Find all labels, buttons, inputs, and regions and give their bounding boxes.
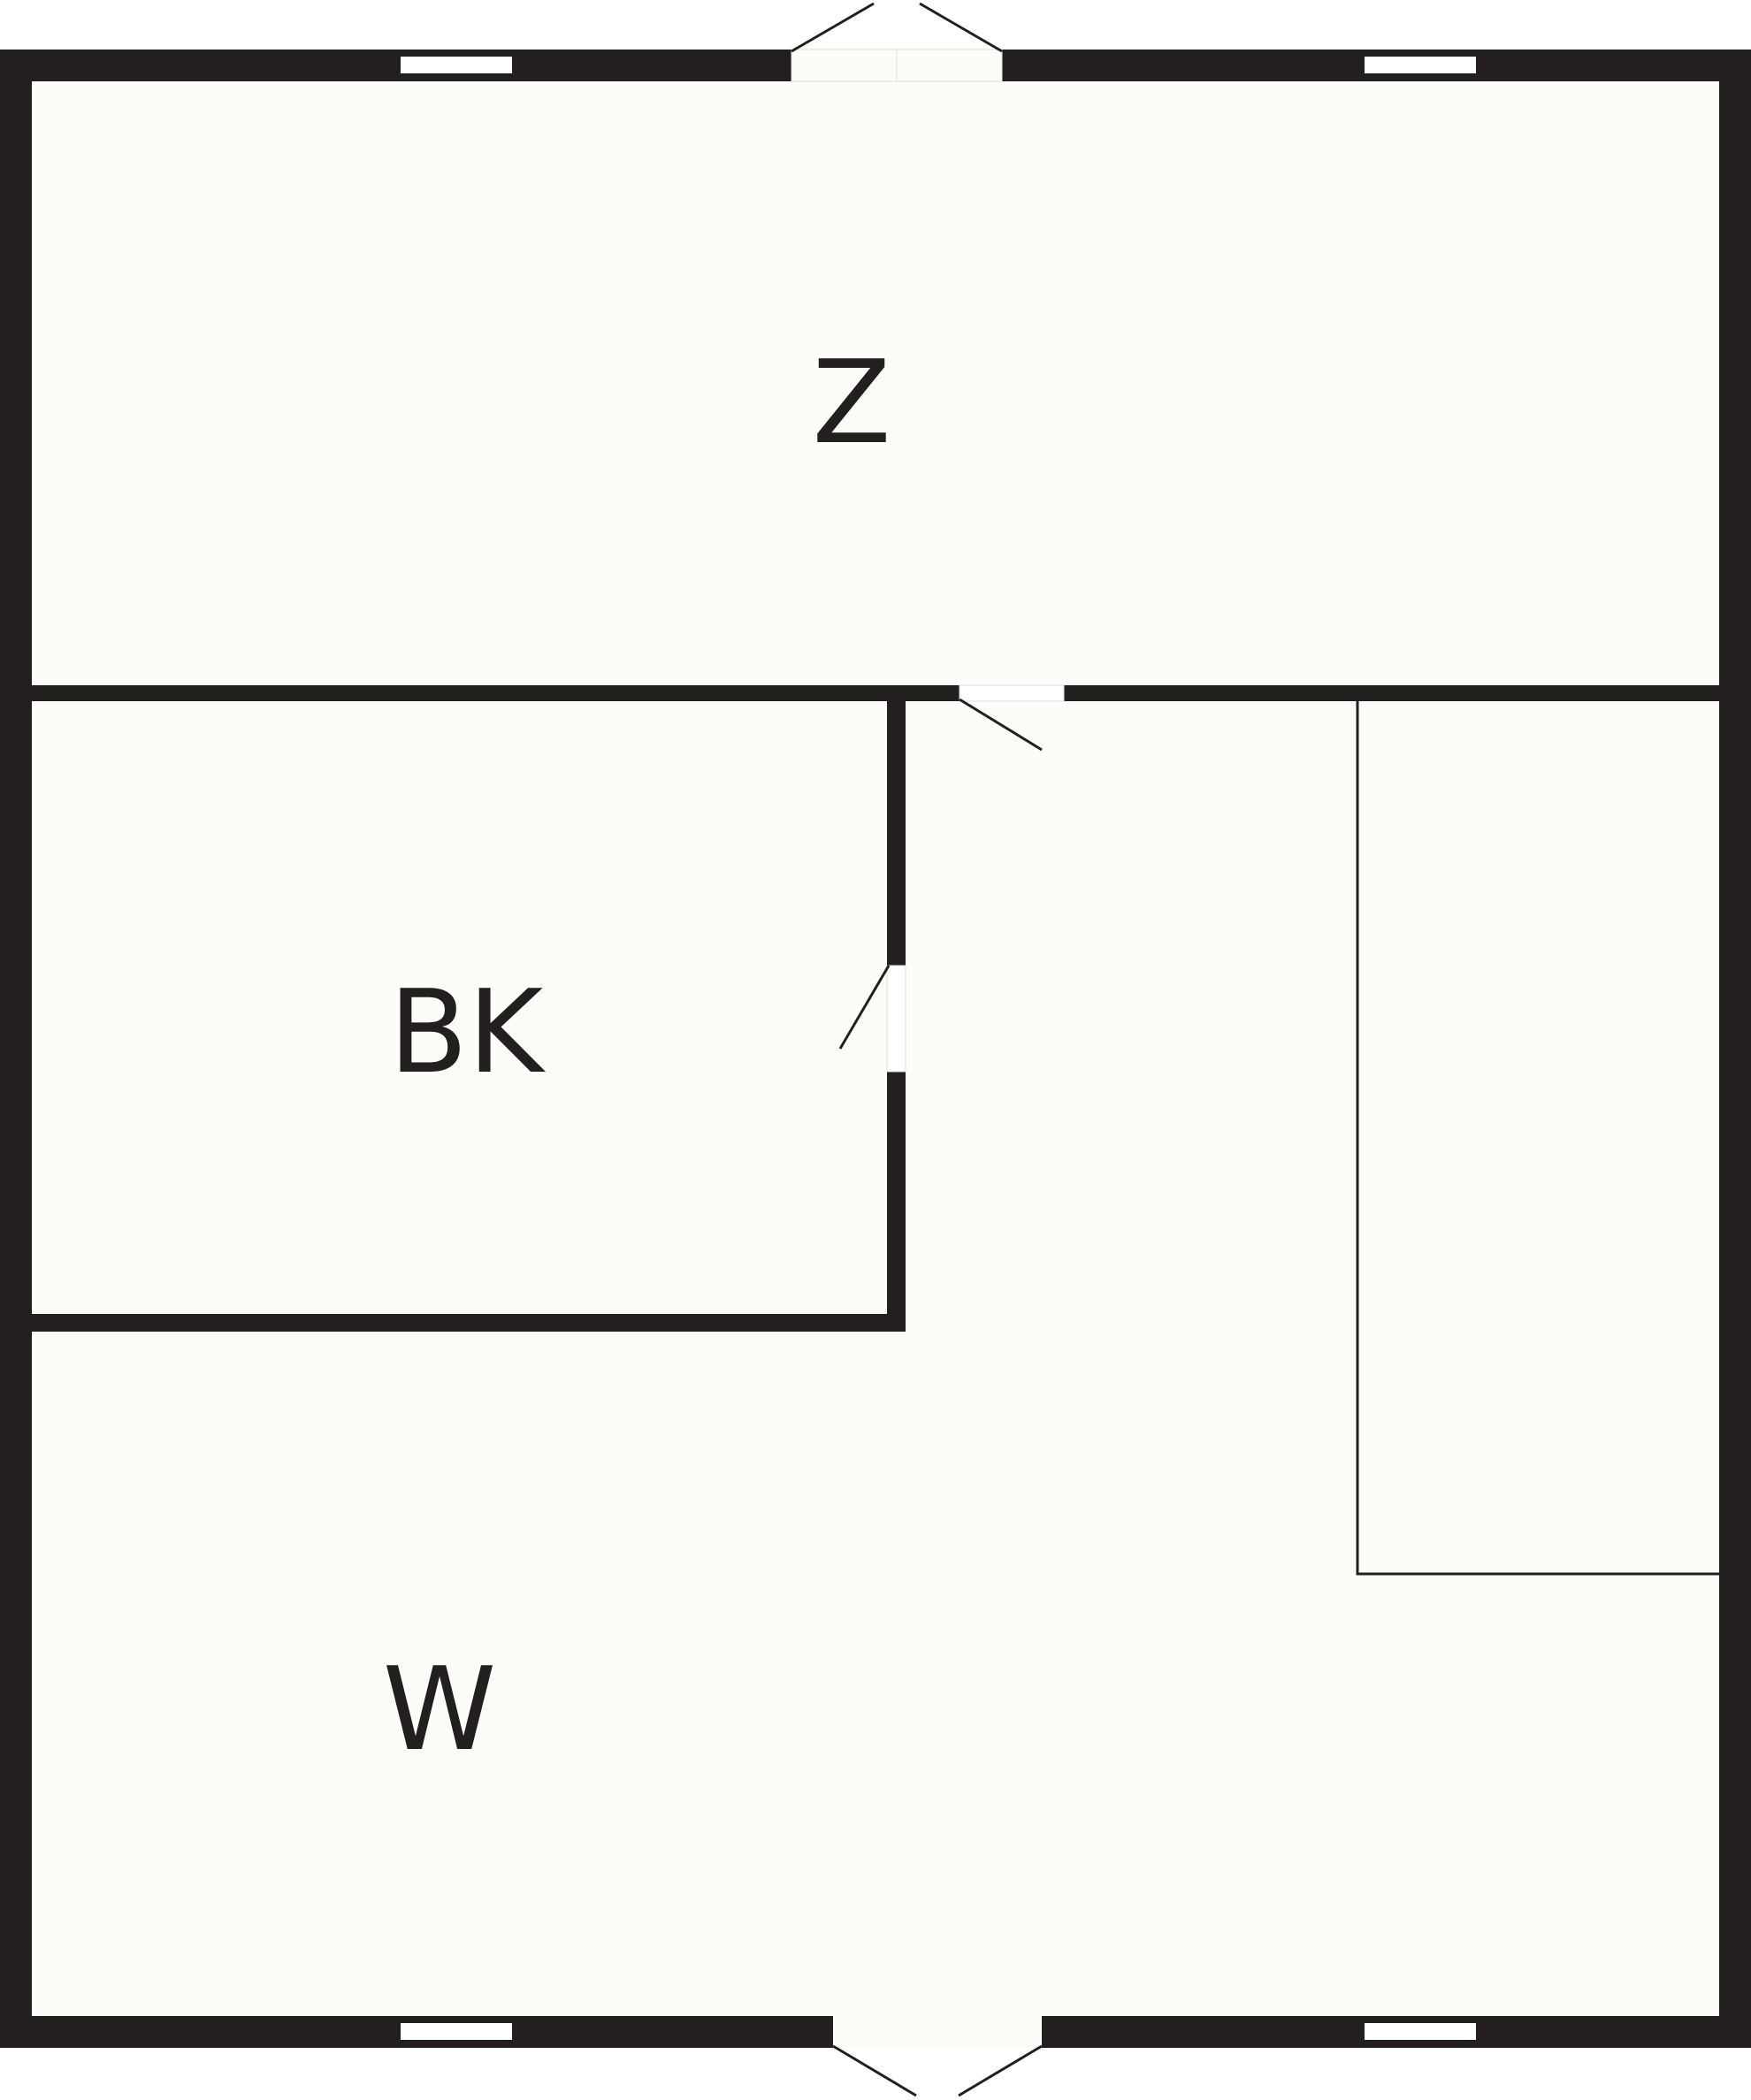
room-label-z: Z — [812, 335, 891, 470]
closet-outline — [1356, 701, 1719, 1576]
window-bottom-right — [1365, 2023, 1476, 2040]
door-top-leaf-left — [791, 2, 875, 53]
window-top-right — [1365, 57, 1476, 73]
wall-top-left — [0, 50, 791, 81]
door-z — [959, 684, 1065, 752]
interior-walls — [27, 685, 1724, 1332]
wall-right — [1719, 50, 1751, 2048]
wall-bk-bottom — [27, 1314, 906, 1332]
door-top-double — [791, 2, 1003, 82]
door-z-leaf — [959, 698, 1043, 752]
wall-z-left — [27, 685, 960, 701]
wall-bk-upper — [887, 685, 906, 966]
door-bk — [838, 965, 906, 1073]
floor-area — [27, 75, 1724, 2029]
door-bk-leaf — [838, 965, 891, 1050]
door-bk-opening — [886, 965, 906, 1073]
window-top-left — [401, 57, 512, 73]
wall-bk-lower — [887, 1072, 906, 1332]
door-bottom-double — [832, 2016, 1043, 2097]
door-bottom-opening — [833, 2016, 1042, 2048]
windows — [401, 57, 1476, 2040]
room-label-bk: BK — [389, 965, 546, 1099]
wall-left — [0, 50, 32, 2048]
wall-z-right — [1064, 685, 1724, 701]
door-bottom-leaf-right — [958, 2044, 1043, 2097]
door-bottom-leaf-left — [832, 2044, 917, 2097]
door-top-leaf-right — [919, 2, 1003, 53]
window-bottom-left — [401, 2023, 512, 2040]
door-z-opening — [959, 684, 1065, 702]
room-label-w: W — [383, 1642, 497, 1776]
